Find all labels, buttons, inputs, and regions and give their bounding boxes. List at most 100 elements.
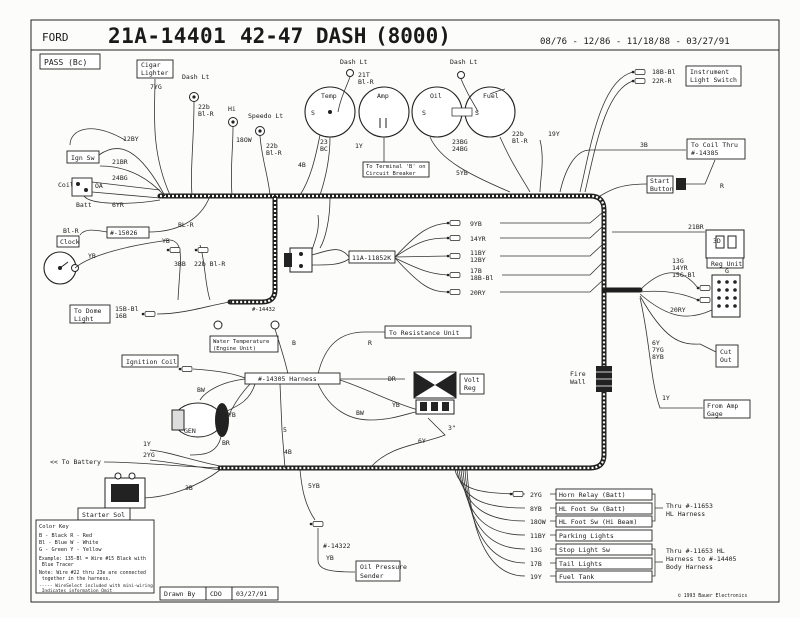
circuit-breaker-note (362, 161, 430, 178)
speedo-light-label: Speedo Lt (248, 112, 283, 120)
wire-yb-clock: YB (162, 237, 170, 245)
start-button-box[interactable] (646, 175, 674, 194)
wire-3b-coil: 3B (640, 141, 648, 149)
color-key-row-3: G - Green Y - Yellow (39, 547, 102, 553)
instrument-light-switch-box (685, 65, 742, 87)
dash-light-oil-label: Dash Lt (450, 58, 477, 66)
wire-3-quote: 3" (448, 424, 456, 432)
dest-wire-2: 8YB (530, 505, 542, 513)
svg-text:G: G (725, 267, 729, 275)
dest-box-6 (555, 557, 653, 570)
wire-21br: 21BR (112, 158, 128, 166)
drawn-date: 03/27/91 (236, 590, 267, 598)
dome-light-box (69, 304, 111, 324)
wire-bw: BW (197, 386, 205, 394)
make-label: FORD (42, 31, 69, 44)
cigar-lighter-box (136, 59, 174, 79)
batt-label: Batt (76, 201, 92, 209)
wire-22b-clock: 22b Bl-R (194, 260, 225, 268)
dest-wire-5: 13G (530, 546, 542, 554)
ignition-coil-box (121, 354, 179, 368)
fuel-gauge-label: Fuel (483, 92, 499, 100)
svg-text:S: S (422, 109, 426, 117)
sheet-border (30, 19, 780, 603)
wire-24bg: 24BG (112, 174, 128, 182)
wire-18b-bl: 18B-Bl (652, 68, 676, 76)
drawn-by-label: Drawn By (164, 590, 195, 598)
dest-wire-4: 11BY (530, 532, 546, 540)
dest-wire-7: 19Y (530, 573, 542, 581)
wire-r-start: R (720, 182, 724, 190)
svg-text:3D: 3D (713, 237, 721, 245)
wire-5yb-lower: 5YB (308, 482, 320, 490)
dest-wire-6: 17B (530, 560, 542, 568)
dest-box-5 (555, 543, 653, 556)
dest-label-6: Tail Lights (559, 560, 602, 568)
oil-sender-part: #-14322 (323, 542, 350, 550)
to-coil-label: To Coil Thru#-14385 (691, 141, 738, 157)
dest-box-3 (555, 515, 653, 528)
dash-light-bulb-center (346, 69, 354, 77)
oil-gauge-label: Oil (430, 92, 442, 100)
harness-14432-label: #-14432 (252, 307, 275, 313)
wire-5yb: 5YB (456, 169, 468, 177)
from-amp-box (703, 399, 751, 419)
harness-14305-box (244, 372, 341, 385)
wire-20ry-reg: 20RY (670, 306, 686, 314)
lighter-wire (154, 78, 171, 196)
ignition-coil-label: Ignition Coil (126, 358, 177, 366)
clock-label: Clock (60, 238, 80, 246)
pass-label-box (39, 53, 101, 70)
dest-label-1: Horn Relay (Batt) (559, 491, 626, 499)
wire-6yr: 6YR (112, 201, 124, 209)
wire-22r: 22R-R (652, 77, 672, 85)
to-coil-note (686, 138, 746, 160)
wire-18ow: 18OW (236, 136, 252, 144)
dash-light-bulb-right (457, 71, 465, 79)
coil-switch-box (71, 177, 93, 197)
wire-2yg-bat: 2YG (143, 451, 155, 459)
svg-text:YB: YB (88, 252, 96, 260)
rear-harness-fan (454, 469, 526, 577)
start-button-icon[interactable] (676, 178, 686, 190)
dest-label-3: HL Foot Sw (Hi Beam) (559, 518, 637, 526)
wire-1y-amp-right: 1Y (662, 394, 670, 402)
wire-21br-reg: 21BR (688, 223, 704, 231)
clock-part-label: #-15026 (110, 229, 137, 237)
wire-br: BR (222, 439, 230, 447)
copyright-notice: © 1993 Bauer Electronics (678, 593, 747, 599)
wire-1y-amp: 1Y (355, 142, 363, 150)
wire-12by-ign: 12BY (123, 135, 139, 143)
headlight-switch-body (289, 247, 313, 273)
color-key-title: Color Key (39, 524, 69, 530)
dest-box-1 (555, 488, 653, 501)
regulator-unit-label: Reg Unit (711, 260, 742, 268)
water-temp-label: Water Temperature(Engine Unit) (213, 339, 269, 352)
wire-7yg: 7YG (150, 83, 162, 91)
amp-gauge-label: Amp (377, 92, 389, 100)
water-temp-box (209, 335, 279, 353)
svg-text:S: S (475, 109, 479, 117)
regulator-unit-body (705, 229, 745, 259)
cut-out-box (715, 344, 739, 368)
harness-11a-label: 11A-11852K (352, 254, 391, 262)
color-key-example: Example: 135-Bl = Wire #15 Black with Bl… (39, 556, 146, 568)
dest-label-5: Stop Light Sw (559, 546, 610, 554)
dest-label-4: Parking Lights (559, 532, 614, 540)
dash-light-temp-label: Dash Lt (340, 58, 367, 66)
dest-wire-1: 2YG (530, 491, 542, 499)
